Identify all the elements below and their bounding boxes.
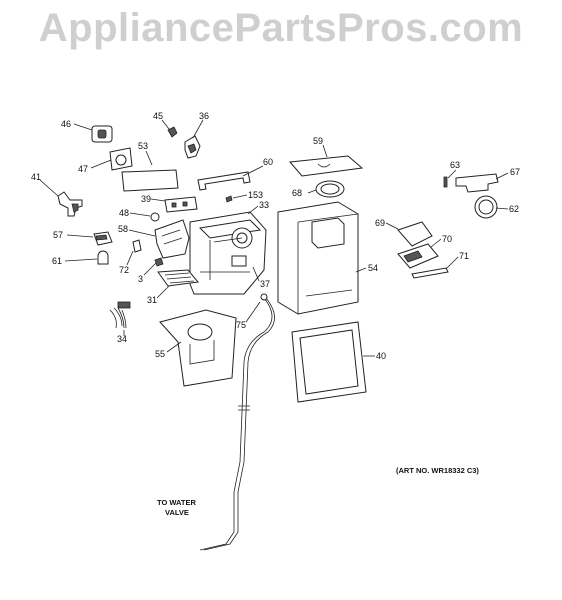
part-71[interactable] — [411, 267, 449, 279]
label-40: 40 — [376, 351, 386, 361]
part-59[interactable] — [288, 155, 364, 177]
label-41: 41 — [31, 172, 41, 182]
label-57: 57 — [53, 230, 63, 240]
label-75: 75 — [236, 320, 246, 330]
to-water-valve-line1: TO WATER — [157, 498, 196, 507]
part-34[interactable] — [109, 301, 131, 329]
label-69: 69 — [375, 218, 385, 228]
label-63: 63 — [450, 160, 460, 170]
part-75[interactable] — [199, 293, 275, 551]
part-36[interactable] — [184, 135, 201, 159]
part-47[interactable] — [109, 147, 133, 171]
label-48: 48 — [119, 208, 129, 218]
part-39[interactable] — [164, 196, 198, 213]
label-45: 45 — [153, 111, 163, 121]
leader-lines — [39, 119, 509, 357]
part-3[interactable] — [154, 257, 164, 267]
part-53[interactable] — [121, 169, 179, 192]
label-61: 61 — [52, 256, 62, 266]
part-68[interactable] — [315, 180, 345, 198]
label-47: 47 — [78, 164, 88, 174]
label-36: 36 — [199, 111, 209, 121]
label-54: 54 — [368, 263, 378, 273]
label-39: 39 — [141, 194, 151, 204]
part-58[interactable] — [154, 219, 190, 259]
label-67: 67 — [510, 167, 520, 177]
part-31[interactable] — [157, 269, 199, 287]
label-3: 3 — [138, 274, 143, 284]
label-70: 70 — [442, 234, 452, 244]
label-153: 153 — [248, 190, 263, 200]
label-62: 62 — [509, 204, 519, 214]
part-63[interactable] — [443, 176, 448, 188]
part-41[interactable] — [57, 191, 83, 217]
part-60[interactable] — [197, 171, 251, 191]
label-33: 33 — [259, 200, 269, 210]
part-45[interactable] — [167, 126, 178, 138]
to-water-valve-line2: VALVE — [165, 508, 189, 517]
part-57[interactable] — [93, 231, 113, 246]
part-153[interactable] — [225, 195, 233, 203]
label-60: 60 — [263, 157, 273, 167]
part-40[interactable] — [291, 321, 367, 403]
label-46: 46 — [61, 119, 71, 129]
label-55: 55 — [155, 349, 165, 359]
label-59: 59 — [313, 136, 323, 146]
part-72[interactable] — [132, 239, 142, 253]
label-72: 72 — [119, 265, 129, 275]
part-48[interactable] — [150, 212, 160, 222]
part-70[interactable] — [397, 243, 439, 269]
part-46[interactable] — [91, 125, 113, 143]
part-62[interactable] — [474, 195, 498, 219]
label-68: 68 — [292, 188, 302, 198]
watermark: AppliancePartsPros.com — [38, 6, 524, 50]
part-33-housing[interactable] — [189, 211, 267, 295]
label-58: 58 — [118, 224, 128, 234]
label-37: 37 — [260, 279, 270, 289]
art-number: (ART NO. WR18332 C3) — [396, 466, 479, 475]
label-34: 34 — [117, 334, 127, 344]
part-54[interactable] — [277, 201, 359, 315]
label-71: 71 — [459, 251, 469, 261]
part-69[interactable] — [397, 221, 433, 247]
part-67[interactable] — [455, 173, 499, 193]
part-61[interactable] — [97, 250, 109, 265]
part-55[interactable] — [159, 309, 237, 387]
label-31: 31 — [147, 295, 157, 305]
part-labels: 46 45 36 53 47 41 60 59 63 67 68 153 39 … — [31, 111, 520, 361]
label-53: 53 — [138, 141, 148, 151]
